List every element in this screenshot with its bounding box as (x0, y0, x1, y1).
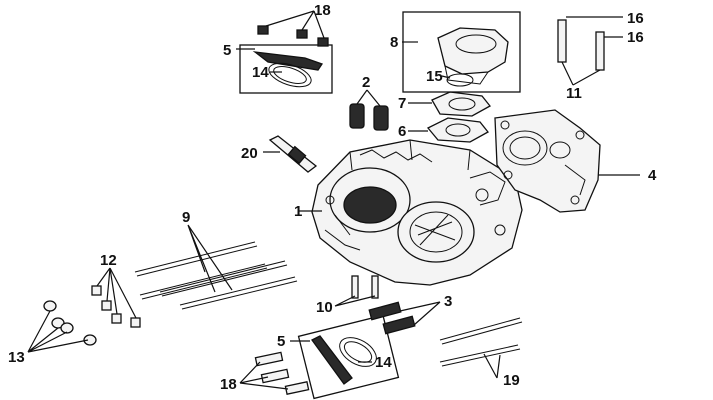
insulator-gasket (426, 117, 489, 143)
head-gasket (494, 109, 601, 213)
callout-15: 15 (426, 68, 443, 85)
callout-3: 3 (444, 293, 452, 310)
callout-19: 19 (503, 372, 520, 389)
callout-2: 2 (362, 74, 370, 91)
long-bolts-bottom (439, 317, 523, 367)
stud-bolts (134, 241, 298, 310)
o-ring (446, 73, 474, 87)
leader-lines (27, 10, 640, 390)
callout-16-a: 16 (627, 10, 644, 27)
valve-stem-seals (349, 103, 389, 131)
callout-20: 20 (241, 145, 258, 162)
callout-1: 1 (294, 203, 302, 220)
washers (43, 300, 97, 346)
callout-14-top: 14 (252, 64, 269, 81)
spark-plug (268, 135, 318, 173)
intake-manifold (437, 27, 509, 85)
valve-caps (368, 301, 416, 335)
bolts-bottom (254, 351, 310, 395)
callout-18-top: 18 (314, 2, 331, 19)
callout-12: 12 (100, 252, 117, 269)
callout-13: 13 (8, 349, 25, 366)
callout-14-bottom: 14 (375, 354, 392, 371)
callout-labels: 1 2 3 4 5 5 6 7 8 9 10 11 12 13 14 14 15… (8, 2, 657, 393)
cylinder-head (311, 139, 523, 286)
callout-18-bottom: 18 (220, 376, 237, 393)
callout-5-bottom: 5 (277, 333, 285, 350)
side-cover-top (252, 51, 324, 88)
callout-16-b: 16 (627, 29, 644, 46)
callout-5-top: 5 (223, 42, 231, 59)
callout-4: 4 (648, 167, 657, 184)
cover-box-bottom (297, 314, 400, 400)
dowel-pins (351, 275, 379, 299)
cover-box-top (239, 44, 333, 94)
intake-gasket (431, 91, 491, 117)
bolts-top (257, 25, 329, 47)
callout-6: 6 (398, 123, 406, 140)
side-cover-bottom (311, 335, 377, 385)
intake-manifold-box (402, 11, 521, 93)
long-bolts-top (557, 19, 605, 71)
callout-11: 11 (566, 85, 582, 102)
callout-7: 7 (398, 95, 406, 112)
callout-8: 8 (390, 34, 398, 51)
callout-9: 9 (182, 209, 190, 226)
callout-10: 10 (316, 299, 333, 316)
